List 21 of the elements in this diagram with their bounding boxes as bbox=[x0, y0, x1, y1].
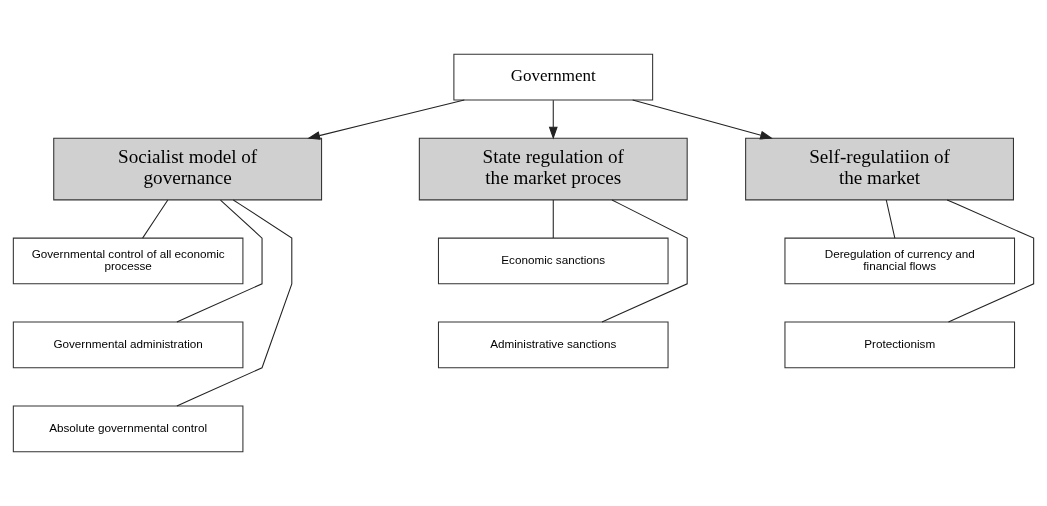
arrow bbox=[548, 99, 558, 140]
connector bbox=[176, 199, 293, 407]
node-box: Administrative sanctions bbox=[437, 321, 669, 369]
connector bbox=[601, 199, 688, 323]
node-box: Governmental administration bbox=[12, 321, 244, 369]
connector bbox=[552, 199, 554, 239]
node-box: State regulation of the market proces bbox=[418, 137, 688, 201]
node-box: Economic sanctions bbox=[437, 237, 669, 285]
node-box: Government bbox=[453, 53, 654, 101]
connector bbox=[946, 199, 1035, 323]
node-box: Socialist model of governance bbox=[53, 137, 323, 201]
node-box: Self-regulatiion of the market bbox=[745, 137, 1014, 201]
node-box: Deregulation of currency and financial flows bbox=[784, 237, 1016, 285]
arrow bbox=[307, 99, 465, 140]
node-box: Protectionism bbox=[784, 321, 1016, 369]
connector bbox=[885, 199, 896, 239]
node-box: Absolute governmental control bbox=[12, 405, 244, 453]
connector bbox=[176, 199, 263, 323]
arrow bbox=[632, 99, 773, 140]
connector bbox=[142, 199, 169, 239]
node-box: Governmental control of all economic processe bbox=[12, 237, 244, 285]
